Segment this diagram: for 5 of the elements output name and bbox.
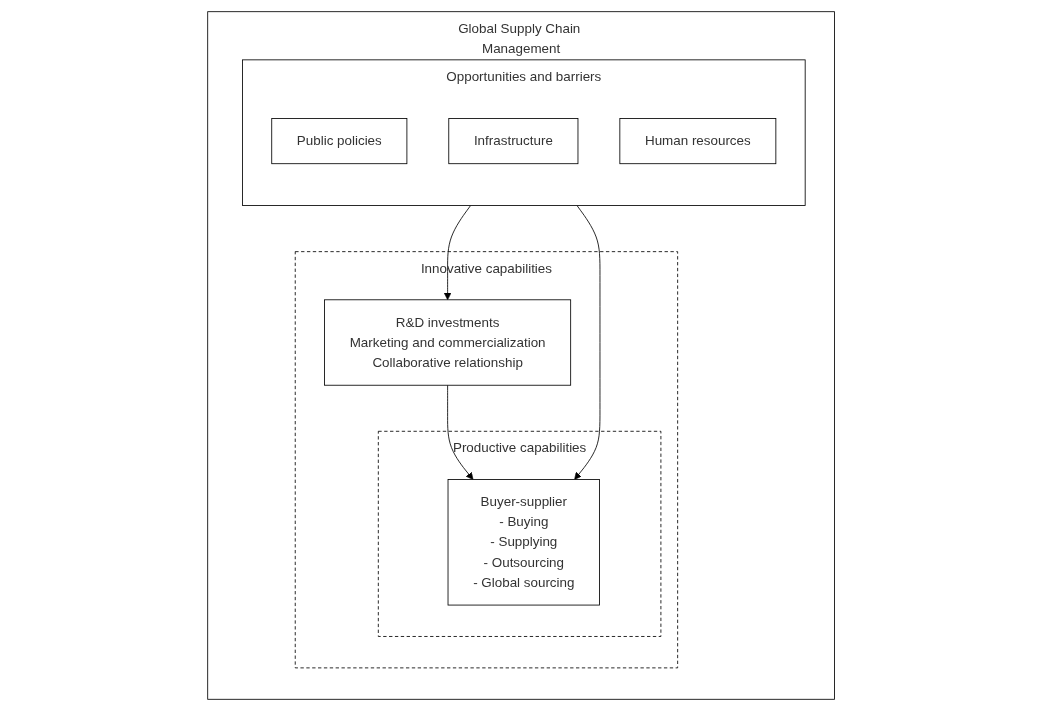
node-box: Public policies — [271, 118, 408, 165]
node-box: Buyer-supplier - Buying - Supplying - Outsourcing - Global sourcing — [447, 479, 600, 606]
node-box: R&D investments Marketing and commercialization Collaborative relationship — [324, 299, 571, 386]
node-box: Human resources — [619, 118, 777, 165]
node-box: Infrastructure — [448, 118, 579, 165]
